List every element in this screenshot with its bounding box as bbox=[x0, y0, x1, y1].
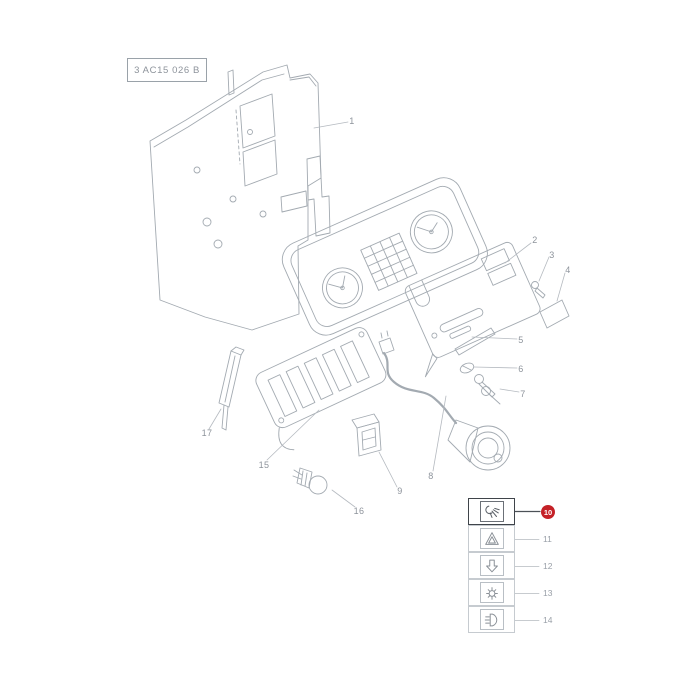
part-label-9: 9 bbox=[397, 486, 403, 496]
selected-part-badge[interactable]: 10 bbox=[541, 505, 555, 519]
part-label-8: 8 bbox=[428, 471, 434, 481]
part-label-1: 1 bbox=[349, 116, 355, 126]
lower-panel-part-2 bbox=[404, 241, 541, 378]
bulb-part-16 bbox=[292, 467, 328, 495]
rear-panel-part-1 bbox=[149, 64, 331, 331]
part-label-15: 15 bbox=[258, 460, 270, 470]
diagram-code: 3 AC15 026 B bbox=[134, 64, 200, 76]
work-lamp-icon bbox=[479, 582, 504, 603]
legend-ref-13: 13 bbox=[543, 588, 553, 598]
part-label-2: 2 bbox=[532, 235, 538, 245]
legend-item-hazard[interactable] bbox=[468, 525, 515, 552]
arrow-down-icon bbox=[479, 555, 504, 576]
part-label-7: 7 bbox=[520, 389, 526, 399]
part-label-17: 17 bbox=[201, 428, 213, 438]
hazard-warning-icon bbox=[479, 528, 504, 549]
rocker-switch-part-9 bbox=[351, 413, 382, 457]
screw-part-3 bbox=[531, 281, 546, 299]
part-label-5: 5 bbox=[518, 335, 524, 345]
legend-ref-11: 11 bbox=[543, 534, 552, 544]
part-label-6: 6 bbox=[518, 364, 524, 374]
legend-item-work-lamp[interactable] bbox=[468, 579, 515, 606]
legend-item-arrow-down[interactable] bbox=[468, 552, 515, 579]
switch-panel-part-15 bbox=[255, 327, 387, 451]
leader-lines bbox=[208, 121, 566, 621]
label-plate-part-4 bbox=[539, 299, 570, 329]
part-label-16: 16 bbox=[353, 506, 365, 516]
rear-wash-wipe-icon bbox=[479, 501, 504, 522]
legend-ref-14: 14 bbox=[543, 615, 553, 625]
instrument-cluster-drawing bbox=[281, 177, 488, 336]
keys-part-7 bbox=[474, 374, 501, 405]
part-label-3: 3 bbox=[549, 250, 555, 260]
harness-part-8 bbox=[378, 330, 511, 471]
legend-item-headlamp[interactable] bbox=[468, 606, 515, 633]
part-label-4: 4 bbox=[565, 265, 571, 275]
headlamp-icon bbox=[479, 609, 504, 630]
strip-part-5 bbox=[454, 327, 496, 356]
diagram-code-box: 3 AC15 026 B bbox=[127, 58, 207, 82]
legend-item-rear-wash-wipe[interactable] bbox=[468, 498, 515, 525]
stay-part-17 bbox=[218, 346, 245, 431]
legend-ref-12: 12 bbox=[543, 561, 553, 571]
clip-part-6 bbox=[459, 362, 475, 374]
